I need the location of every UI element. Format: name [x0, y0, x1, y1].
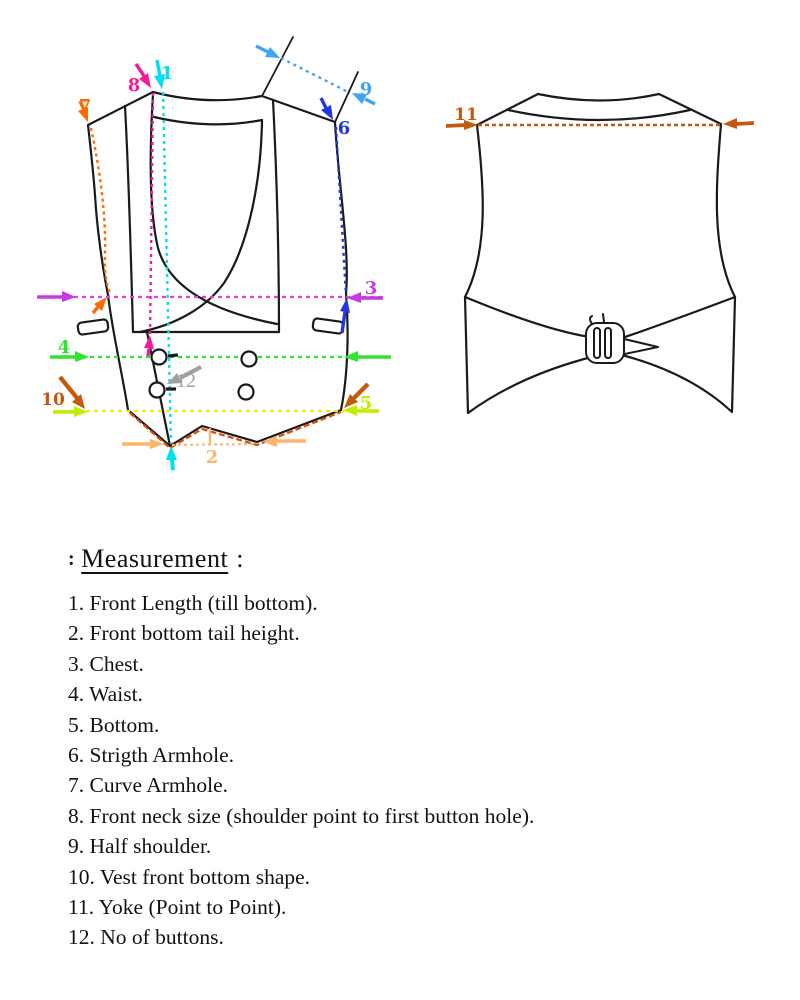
- measurement-item-3: 3. Chest.: [68, 651, 144, 676]
- mark-label-7: 7: [79, 96, 92, 117]
- shoulder-extension-right-line: [334, 71, 359, 123]
- front-lapel-curve-right: [138, 119, 264, 334]
- legend-heading: :Measurement:: [68, 544, 748, 574]
- measurement-item-8: 8. Front neck size (shoulder point to fi…: [68, 803, 535, 828]
- mark-label-1: 1: [161, 63, 174, 84]
- vest-front-view: [76, 36, 359, 448]
- measurement-item-11: 11. Yoke (Point to Point).: [68, 895, 287, 920]
- mark-7-curve-armhole: [78, 100, 112, 315]
- front-lapel-curve-left: [149, 92, 279, 326]
- front-buttons: [148, 348, 258, 401]
- measurement-item-10: 10. Vest front bottom shape.: [68, 864, 311, 889]
- back-wing-top-right: [620, 295, 737, 340]
- mark-label-6: 6: [338, 118, 351, 139]
- measurement-item-7: 7. Curve Armhole.: [68, 773, 229, 798]
- back-wing-top-left: [463, 295, 592, 339]
- mark-8-front-neck-size: [134, 63, 155, 357]
- button-slit-top: [167, 353, 179, 358]
- measurement-list: 1. Front Length (till bottom). 2. Front …: [68, 588, 748, 953]
- mark-12-buttons: [167, 365, 202, 384]
- heading-pre-colon: :: [68, 548, 76, 570]
- buckle-strap-wrap: [589, 313, 605, 325]
- mark-2-tail-height: [122, 428, 306, 449]
- measurement-item-9: 9. Half shoulder.: [68, 834, 212, 859]
- mark-label-5: 5: [360, 393, 373, 414]
- mark-5-bottom: [53, 405, 379, 417]
- mark-label-10: 10: [41, 390, 65, 410]
- front-left-panel-seam: [123, 104, 135, 334]
- mark-4-waist: [50, 351, 391, 362]
- mark-label-9: 9: [360, 79, 373, 100]
- front-neckband-line: [152, 115, 264, 126]
- vest-back-view: [463, 92, 737, 415]
- mark-label-2: 2: [206, 447, 219, 468]
- mark-11-yoke: [445, 118, 755, 130]
- shoulder-extension-left-line: [261, 36, 294, 97]
- mark-6-straight-armhole: [319, 97, 350, 334]
- heading-word: Measurement: [81, 544, 229, 573]
- heading-post-colon: :: [236, 544, 244, 573]
- mark-label-3: 3: [365, 278, 378, 299]
- mark-label-8: 8: [128, 75, 141, 96]
- front-right-panel-seam: [271, 98, 281, 334]
- measurement-item-1: 1. Front Length (till bottom).: [68, 591, 318, 615]
- mark-label-12: 12: [176, 370, 196, 392]
- mark-3-chest: [37, 291, 383, 303]
- measurement-item-2: 2. Front bottom tail height.: [68, 621, 300, 646]
- button-hole-bottom: [148, 381, 166, 399]
- back-cinch-buckle: [585, 313, 659, 364]
- button-plain-top: [240, 350, 258, 368]
- button-hole-top: [150, 348, 168, 366]
- back-silhouette: [463, 92, 737, 415]
- measurement-item-6: 6. Strigth Armhole.: [68, 743, 235, 768]
- mark-label-4: 4: [58, 337, 71, 358]
- buckle-bar-left: [593, 327, 601, 359]
- vest-diagram: 1 8 7 9 6 3 4 5 10 2 12 11: [37, 36, 755, 471]
- measurement-item-4: 4. Waist.: [68, 682, 143, 707]
- back-neckband-line: [506, 108, 692, 122]
- mark-10-bottom-shape: [58, 375, 370, 450]
- mark-9-half-shoulder: [255, 44, 376, 106]
- mark-label-11: 11: [454, 105, 478, 125]
- button-plain-bottom: [237, 383, 255, 401]
- measurement-item-12: 12. No of buttons.: [68, 925, 224, 950]
- measurement-item-5: 5. Bottom.: [68, 712, 160, 737]
- buckle-bar-right: [604, 327, 612, 359]
- welt-pocket-left: [76, 318, 110, 336]
- mark-1-front-length: [154, 59, 177, 471]
- measurement-legend: :Measurement: 1. Front Length (till bott…: [68, 544, 748, 953]
